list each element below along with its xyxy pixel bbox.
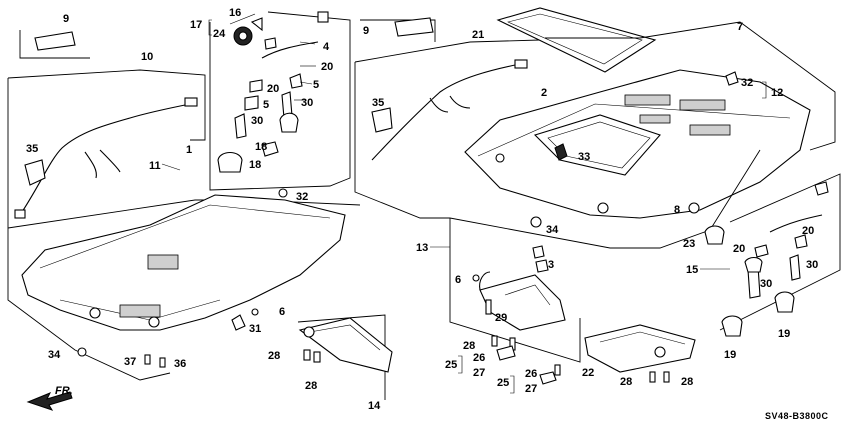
left-headliner-group xyxy=(7,30,361,381)
callout-17: 17 xyxy=(190,19,202,31)
callout-27b: 27 xyxy=(525,383,537,395)
callout-27a: 27 xyxy=(473,367,485,379)
callout-28a: 28 xyxy=(463,340,475,352)
callout-5: 5 xyxy=(313,79,319,91)
callout-32: 32 xyxy=(296,191,308,203)
callout-15: 15 xyxy=(686,264,698,276)
callout-4: 4 xyxy=(323,41,330,53)
callout-30d: 30 xyxy=(760,278,772,290)
right-headliner-group xyxy=(354,7,836,249)
callout-8: 8 xyxy=(674,204,680,216)
callout-3: 3 xyxy=(548,259,554,271)
callout-20: 20 xyxy=(321,61,333,73)
callout-32b: 32 xyxy=(741,77,753,89)
callout-30c: 30 xyxy=(806,259,818,271)
callout-22: 22 xyxy=(582,367,594,379)
callout-9b: 9 xyxy=(363,25,369,37)
callout-35b: 35 xyxy=(372,97,384,109)
callout-brackets xyxy=(161,19,767,394)
callout-36: 36 xyxy=(174,358,186,370)
callout-12: 12 xyxy=(771,87,783,99)
callouts: 9 10 1 35 11 32 6 31 34 37 36 16 17 24 4… xyxy=(26,7,829,421)
callout-20c: 20 xyxy=(733,243,745,255)
callout-28e: 28 xyxy=(681,376,693,388)
callout-9: 9 xyxy=(63,13,69,25)
callout-31: 31 xyxy=(249,323,261,335)
callout-19a: 19 xyxy=(778,328,790,340)
callout-18: 18 xyxy=(255,141,267,153)
callout-21: 21 xyxy=(472,29,484,41)
callout-29: 29 xyxy=(495,312,507,324)
callout-20d: 20 xyxy=(802,225,814,237)
callout-19b: 19 xyxy=(724,349,736,361)
visor-center-group xyxy=(297,314,393,400)
callout-34b: 34 xyxy=(546,224,559,236)
callout-14: 14 xyxy=(368,400,381,412)
callout-2: 2 xyxy=(541,87,547,99)
callout-30b: 30 xyxy=(251,115,263,127)
front-arrow: FR. xyxy=(26,385,73,411)
callout-25a: 25 xyxy=(445,359,457,371)
callout-23: 23 xyxy=(683,238,695,250)
callout-10: 10 xyxy=(141,51,153,63)
callout-30: 30 xyxy=(301,97,313,109)
callout-13: 13 xyxy=(416,242,428,254)
callout-11: 11 xyxy=(149,160,161,172)
callout-33: 33 xyxy=(578,151,590,163)
diagram-code: SV48-B3800C xyxy=(765,411,829,421)
callout-28b: 28 xyxy=(268,350,280,362)
front-direction-label: FR. xyxy=(55,385,73,397)
callout-1: 1 xyxy=(186,144,192,156)
callout-16: 16 xyxy=(229,7,241,19)
callout-37: 37 xyxy=(124,356,136,368)
visor-left-group xyxy=(449,216,581,385)
callout-26a: 26 xyxy=(473,352,485,364)
callout-24: 24 xyxy=(213,28,226,40)
callout-28d: 28 xyxy=(620,376,632,388)
visor-right-group xyxy=(584,324,696,383)
callout-6b: 6 xyxy=(455,274,461,286)
callout-26b: 26 xyxy=(525,368,537,380)
callout-34: 34 xyxy=(48,349,61,361)
callout-5b: 5 xyxy=(263,99,269,111)
callout-6: 6 xyxy=(279,306,285,318)
callout-18b: 18 xyxy=(249,159,261,171)
callout-7: 7 xyxy=(737,21,743,33)
right-hardware-group xyxy=(704,173,841,337)
callout-25b: 25 xyxy=(497,377,509,389)
callout-35: 35 xyxy=(26,143,38,155)
center-hardware-group xyxy=(209,11,351,191)
callout-28c: 28 xyxy=(305,380,317,392)
callout-20b: 20 xyxy=(267,83,279,95)
